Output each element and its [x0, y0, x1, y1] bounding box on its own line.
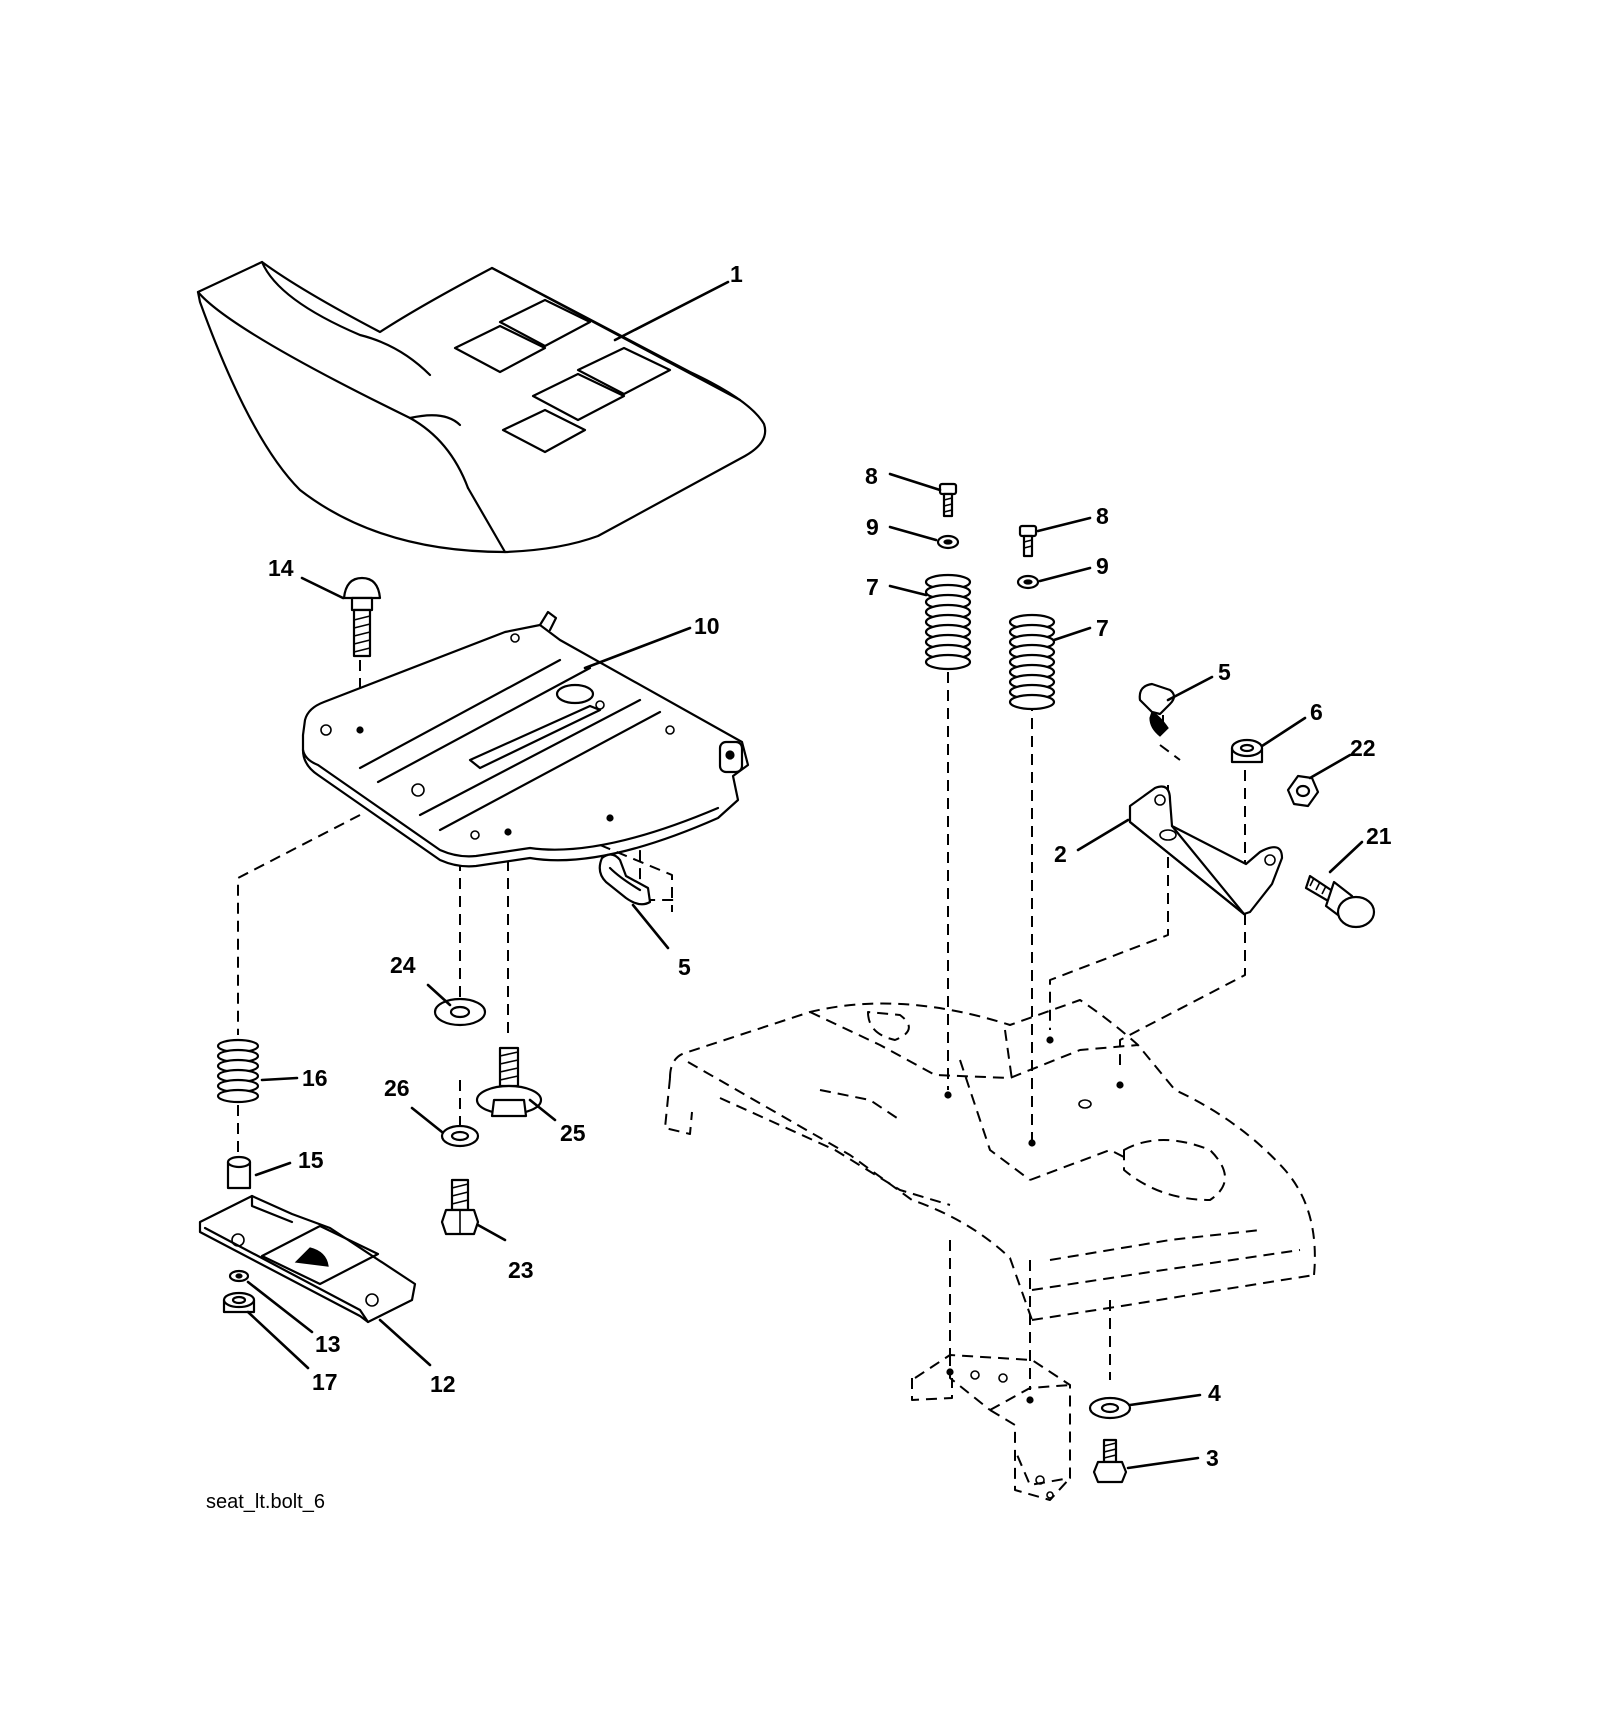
fender-outline	[664, 999, 1316, 1321]
flat-washer-4	[1088, 1396, 1132, 1420]
callout-4: 4	[1208, 1380, 1221, 1406]
callout-labels: 1 10 14 5 24 26 25 23 16 15 12 13 17 8 9…	[268, 261, 1392, 1471]
callout-8-left: 8	[865, 463, 878, 489]
callout-9-right: 9	[1096, 553, 1109, 579]
lower-bracket-outline	[911, 1354, 1071, 1501]
nut-6	[1230, 738, 1264, 764]
spring-7-right	[1008, 613, 1056, 711]
washer-13	[228, 1269, 250, 1283]
diagram-id-caption: seat_lt.bolt_6	[206, 1491, 325, 1513]
hex-bolt-3	[1092, 1438, 1128, 1484]
bolt-8-left	[938, 482, 958, 518]
hex-bolt-23	[440, 1178, 480, 1236]
callout-7-right: 7	[1096, 615, 1109, 641]
callout-7-left: 7	[866, 574, 879, 600]
lock-washer-26	[440, 1124, 480, 1148]
callout-10: 10	[694, 613, 720, 639]
seat-mounting-plate	[301, 610, 750, 868]
callout-12: 12	[430, 1371, 456, 1397]
washer-9-right	[1016, 574, 1040, 590]
callout-13: 13	[315, 1331, 341, 1357]
adjustment-plate	[198, 1194, 417, 1324]
callout-15: 15	[298, 1147, 324, 1173]
callout-21: 21	[1366, 823, 1392, 849]
callout-25: 25	[560, 1120, 586, 1146]
callout-16: 16	[302, 1065, 328, 1091]
mounting-bracket	[1128, 785, 1284, 916]
carriage-bolt	[342, 576, 382, 658]
callout-5-left: 5	[678, 954, 691, 980]
callout-8-right: 8	[1096, 503, 1109, 529]
spring-7-left	[924, 573, 972, 671]
callout-1: 1	[730, 261, 743, 287]
callout-23: 23	[508, 1257, 534, 1283]
spring-16	[216, 1038, 260, 1104]
nut-17	[222, 1291, 256, 1314]
callout-26: 26	[384, 1075, 410, 1101]
wire-clip-left	[598, 844, 673, 912]
nut-22	[1286, 774, 1320, 808]
callout-6: 6	[1310, 699, 1323, 725]
shoulder-bolt-25	[475, 1046, 543, 1118]
shoulder-bolt-21	[1304, 874, 1376, 929]
spacer-15	[226, 1155, 252, 1190]
wire-clip-right	[1138, 682, 1176, 737]
washer-9-left	[936, 534, 960, 550]
seat	[196, 260, 767, 554]
callout-leaders	[246, 280, 1364, 1470]
callout-24: 24	[390, 952, 416, 978]
flat-washer-24	[433, 997, 487, 1027]
bolt-8-right	[1018, 524, 1038, 558]
callout-9-left: 9	[866, 514, 879, 540]
callout-17: 17	[312, 1369, 338, 1395]
callout-22: 22	[1350, 735, 1376, 761]
callout-2: 2	[1054, 841, 1067, 867]
callout-14: 14	[268, 555, 294, 581]
callout-3: 3	[1206, 1445, 1219, 1471]
callout-5-right: 5	[1218, 659, 1231, 685]
